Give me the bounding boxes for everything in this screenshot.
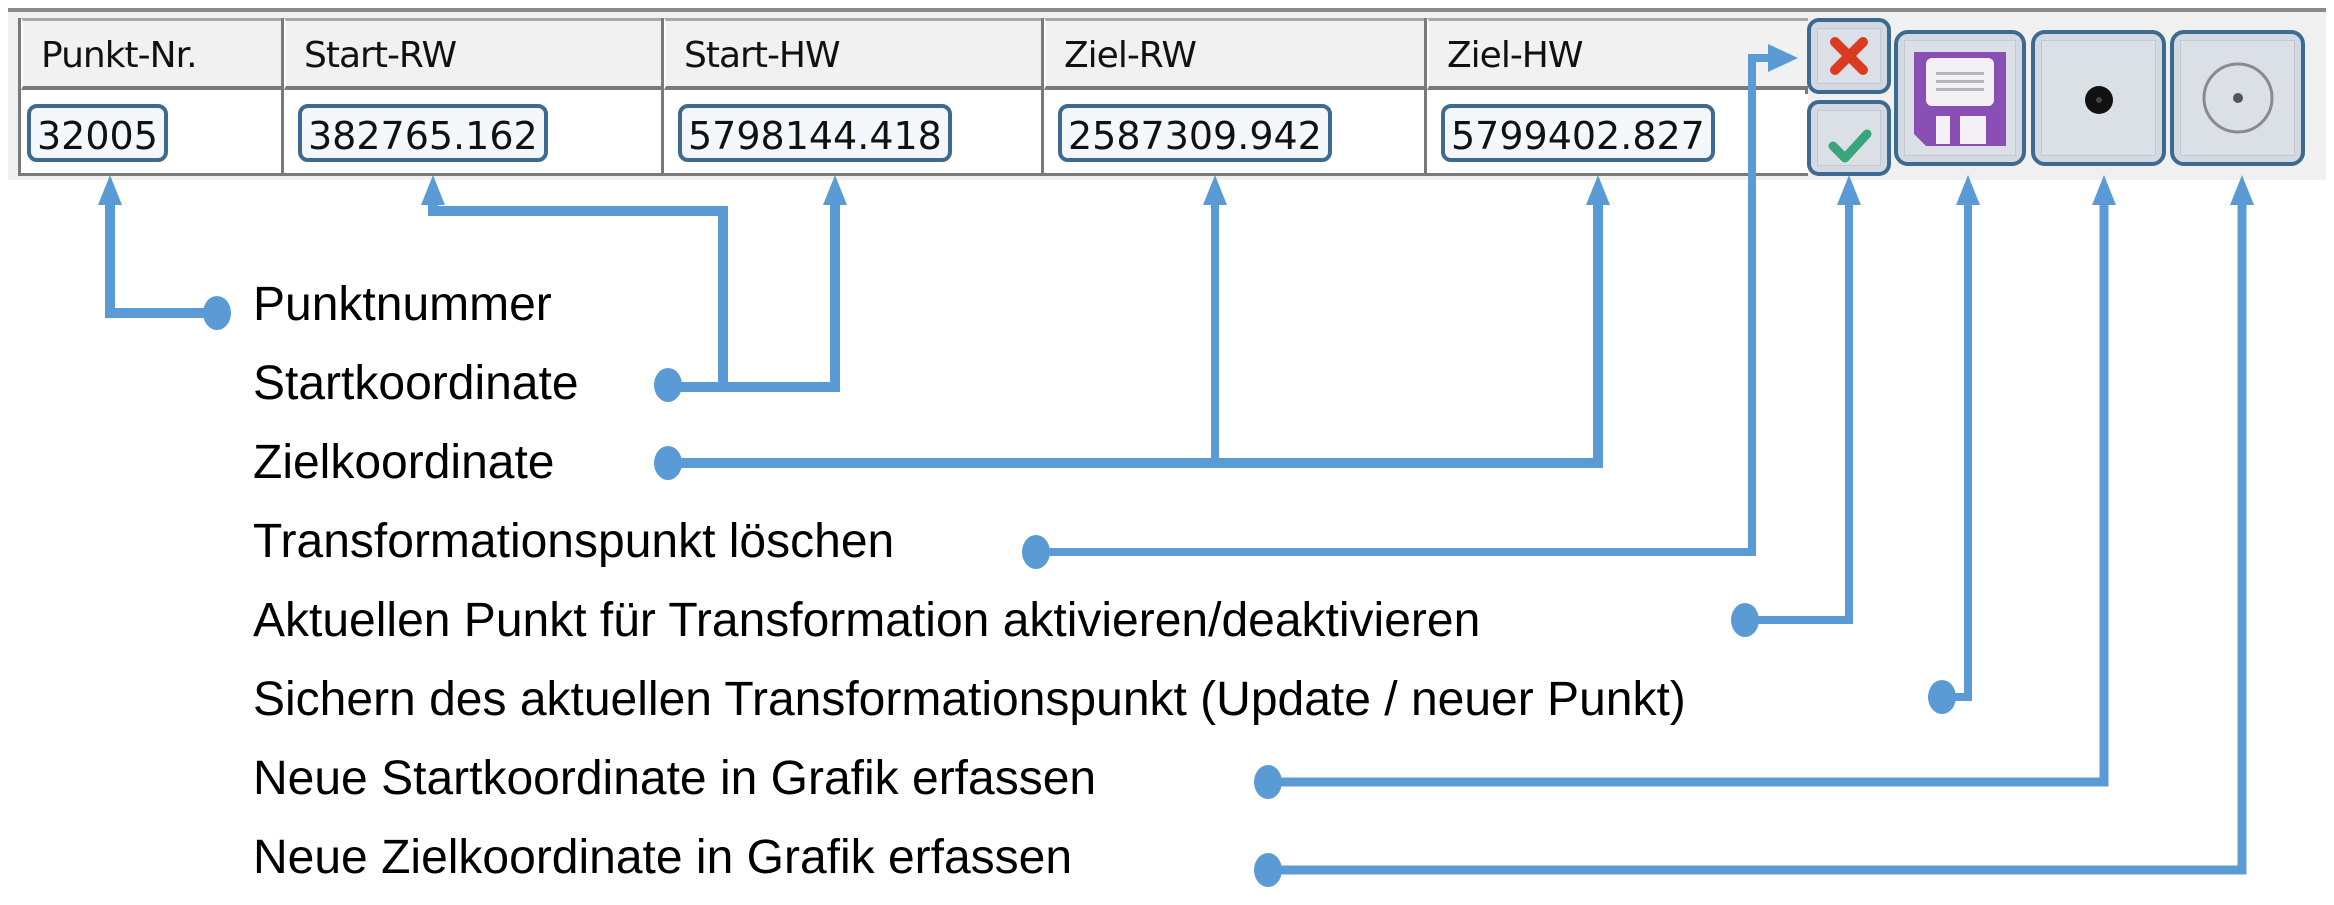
start-hw-field[interactable]: 5798144.418 [678, 104, 952, 162]
header-ziel-hw: Ziel-HW [1427, 18, 1808, 90]
annotation-loeschen: Transformationspunkt löschen [253, 515, 895, 568]
callout-startkoordinate [668, 195, 840, 392]
ziel-hw-field[interactable]: 5799402.827 [1441, 104, 1715, 162]
ziel-rw-field[interactable]: 2587309.942 [1058, 104, 1332, 162]
punkt-nr-field[interactable]: 32005 [27, 104, 168, 162]
coordinate-grid: Punkt-Nr. 32005 Start-RW 382765.162 Star… [18, 18, 1808, 176]
save-point-button[interactable] [1894, 30, 2026, 166]
annotation-aktivieren: Aktuellen Punkt für Transformation aktiv… [253, 594, 1481, 647]
floppy-disk-icon [1914, 52, 2006, 146]
callout-zielkoordinate [668, 195, 1603, 468]
column-start-hw: Start-HW 5798144.418 [664, 18, 1044, 173]
annotation-zielkoordinate: Zielkoordinate [253, 436, 555, 489]
annotation-startkoordinate: Startkoordinate [253, 357, 579, 410]
capture-start-coordinate-button[interactable] [2031, 30, 2166, 166]
column-ziel-rw: Ziel-RW 2587309.942 [1044, 18, 1427, 173]
cell-start-hw: 5798144.418 [664, 94, 1041, 173]
circle-target-icon [2202, 62, 2274, 134]
annotation-sichern: Sichern des aktuellen Transformationspun… [253, 673, 1686, 726]
cell-start-rw: 382765.162 [284, 94, 661, 173]
callout-aktivieren [1745, 200, 1853, 624]
header-start-hw: Start-HW [664, 18, 1041, 90]
header-label: Punkt-Nr. [41, 35, 198, 76]
header-ziel-rw: Ziel-RW [1044, 18, 1424, 90]
header-start-rw: Start-RW [284, 18, 661, 90]
header-label: Ziel-HW [1447, 35, 1583, 76]
header-label: Ziel-RW [1064, 35, 1197, 76]
callout-sichern [1945, 200, 1972, 701]
red-x-icon [1830, 37, 1868, 75]
column-punkt-nr: Punkt-Nr. 32005 [21, 18, 284, 173]
header-punkt-nr: Punkt-Nr. [21, 18, 281, 90]
filled-dot-icon [2085, 86, 2113, 114]
header-label: Start-RW [304, 35, 457, 76]
header-label: Start-HW [684, 35, 841, 76]
start-rw-field[interactable]: 382765.162 [298, 104, 548, 162]
cell-ziel-rw: 2587309.942 [1044, 94, 1424, 173]
callout-punktnummer [105, 195, 215, 318]
column-ziel-hw: Ziel-HW 5799402.827 [1427, 18, 1808, 173]
green-check-icon [1828, 129, 1872, 163]
annotation-neue-ziel: Neue Zielkoordinate in Grafik erfassen [253, 831, 1073, 884]
activate-point-button[interactable] [1807, 100, 1891, 176]
annotation-neue-start: Neue Startkoordinate in Grafik erfassen [253, 752, 1097, 805]
cell-punkt-nr: 32005 [21, 94, 281, 173]
column-start-rw: Start-RW 382765.162 [284, 18, 664, 173]
cell-ziel-hw: 5799402.827 [1427, 94, 1808, 173]
delete-point-button[interactable] [1807, 18, 1891, 94]
capture-target-coordinate-button[interactable] [2170, 30, 2305, 166]
callout-neue-ziel [1270, 200, 2247, 875]
callout-neue-start [1270, 200, 2109, 787]
annotation-punktnummer: Punktnummer [253, 278, 552, 331]
callout-loeschen [1040, 54, 1770, 556]
